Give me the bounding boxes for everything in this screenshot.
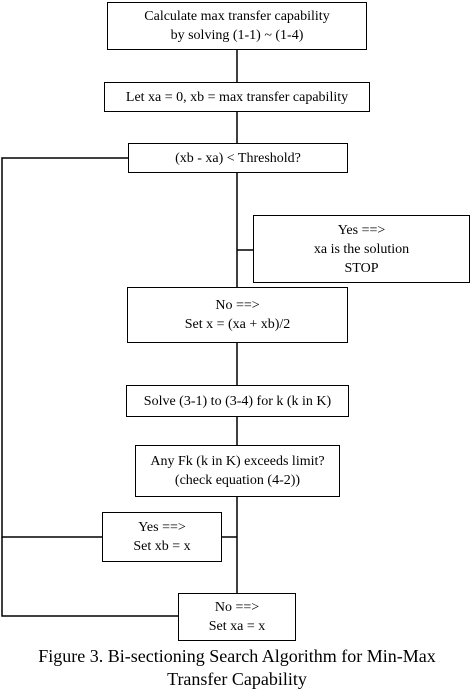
initialize-box: Let xa = 0, xb = max transfer capability xyxy=(104,82,370,112)
no-midpoint-line2: Set x = (xa + xb)/2 xyxy=(184,317,291,332)
no-set-xa-line1: No ==> xyxy=(214,600,260,615)
yes-stop-line2: xa is the solution xyxy=(313,241,410,257)
yes-set-xb-box: Yes ==> Set xb = x xyxy=(102,512,222,562)
yes-stop-line3: STOP xyxy=(344,260,379,276)
exceeds-limit-line2: (check equation (4-2)) xyxy=(174,473,301,488)
caption-line1: Figure 3. Bi-sectioning Search Algorithm… xyxy=(38,646,436,666)
yes-stop-line1: Yes ==> xyxy=(337,222,386,238)
caption-line2: Transfer Capability xyxy=(167,669,307,689)
exceeds-limit-line1: Any Fk (k in K) exceeds limit? xyxy=(150,454,325,469)
no-midpoint-line1: No ==> xyxy=(215,298,260,313)
loop-back-bottom-line xyxy=(1,537,178,617)
initialize-line1: Let xa = 0, xb = max transfer capability xyxy=(125,89,349,105)
exceeds-limit-box: Any Fk (k in K) exceeds limit? (check eq… xyxy=(135,445,340,497)
solve-line1: Solve (3-1) to (3-4) for k (k in K) xyxy=(143,393,332,409)
yes-set-xb-line1: Yes ==> xyxy=(138,520,186,535)
no-midpoint-box: No ==> Set x = (xa + xb)/2 xyxy=(127,287,348,343)
loop-back-line xyxy=(1,157,128,538)
figure-caption: Figure 3. Bi-sectioning Search Algorithm… xyxy=(0,645,474,691)
calculate-max-transfer-box: Calculate max transfer capability by sol… xyxy=(107,2,367,50)
calculate-line2: by solving (1-1) ~ (1-4) xyxy=(170,28,304,43)
calculate-line1: Calculate max transfer capability xyxy=(144,9,330,24)
threshold-check-line1: (xb - xa) < Threshold? xyxy=(175,150,301,166)
yes-stop-box: Yes ==> xa is the solution STOP xyxy=(253,215,470,283)
no-set-xa-box: No ==> Set xa = x xyxy=(178,593,296,641)
no-set-xa-line2: Set xa = x xyxy=(208,619,266,634)
threshold-check-box: (xb - xa) < Threshold? xyxy=(128,143,348,173)
yes-set-xb-line2: Set xb = x xyxy=(133,539,191,554)
solve-box: Solve (3-1) to (3-4) for k (k in K) xyxy=(126,385,349,417)
